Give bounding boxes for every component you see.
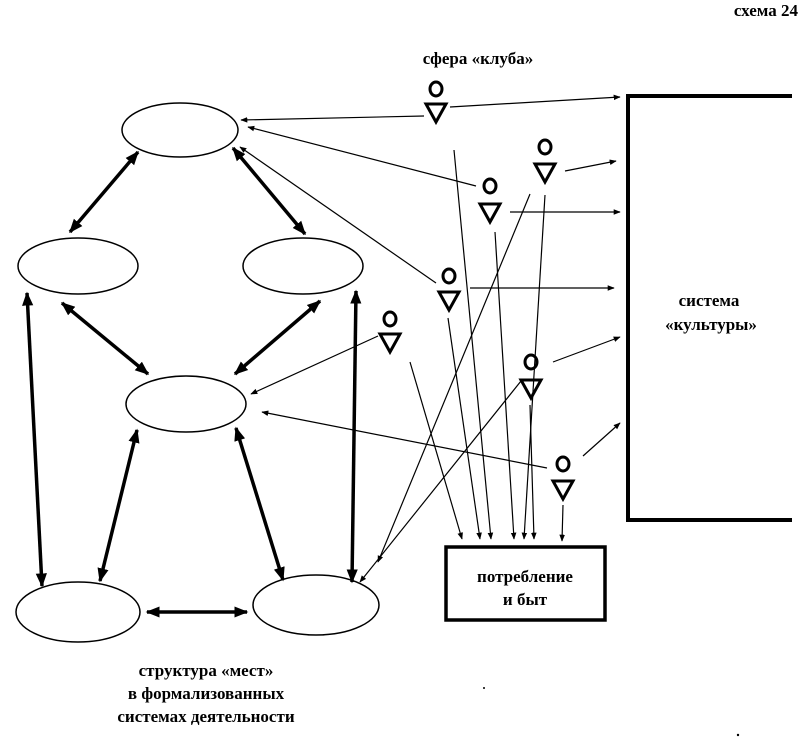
places-caption-line3: системах деятельности bbox=[117, 707, 294, 726]
flow-to-top bbox=[240, 115, 425, 123]
club-sphere-label: сфера «клуба» bbox=[423, 49, 533, 68]
club-agent-icon bbox=[477, 177, 503, 226]
consumption-frame bbox=[444, 545, 607, 622]
flow-to-consumption bbox=[521, 194, 546, 540]
club-agent-icon bbox=[423, 80, 449, 126]
flow-to-consumption bbox=[447, 317, 482, 540]
flow-to-culture bbox=[552, 336, 621, 363]
flow-to-bottom-right bbox=[359, 380, 522, 583]
link-midleft-center bbox=[60, 301, 150, 376]
node-middle-right bbox=[242, 237, 364, 295]
places-caption: структура «мест» в формализованных систе… bbox=[117, 661, 294, 726]
link-midright-center bbox=[233, 299, 322, 376]
flow-to-consumption bbox=[559, 504, 565, 542]
club-agents bbox=[377, 80, 576, 503]
club-agent-icon bbox=[518, 353, 544, 402]
link-center-bottomright bbox=[234, 426, 285, 582]
scan-speck bbox=[483, 687, 485, 689]
flow-to-consumption bbox=[494, 231, 517, 540]
link-top-midleft bbox=[68, 150, 140, 234]
flow-to-top bbox=[247, 125, 477, 187]
places-caption-line1: структура «мест» bbox=[139, 661, 274, 680]
consumption-box: потребление и быт bbox=[444, 545, 607, 622]
club-agent-icon bbox=[377, 310, 403, 356]
culture-system-line1: система bbox=[679, 291, 740, 310]
flow-to-top bbox=[239, 146, 437, 284]
node-top bbox=[121, 102, 239, 158]
culture-system-frame bbox=[626, 94, 792, 522]
places-connections bbox=[22, 146, 362, 618]
flow-to-culture bbox=[582, 422, 621, 457]
flow-to-consumption bbox=[409, 361, 463, 540]
flow-to-culture bbox=[564, 159, 617, 172]
flow-to-consumption bbox=[453, 149, 494, 540]
club-agent-icon bbox=[550, 455, 576, 503]
consumption-line2: и быт bbox=[503, 590, 548, 609]
node-bottom-right bbox=[252, 574, 380, 636]
club-agent-icon bbox=[532, 138, 558, 186]
culture-system-line2: «культуры» bbox=[665, 315, 757, 334]
club-flows bbox=[239, 94, 621, 583]
link-midright-bottomright bbox=[346, 289, 362, 584]
link-center-bottomleft bbox=[97, 428, 140, 583]
places-caption-line2: в формализованных bbox=[128, 684, 285, 703]
node-bottom-left bbox=[15, 581, 141, 643]
node-middle-left bbox=[17, 237, 139, 295]
scheme-label: схема 24 bbox=[734, 1, 799, 20]
culture-system: система «культуры» bbox=[626, 94, 792, 522]
flow-to-consumption bbox=[529, 404, 537, 540]
flow-to-center bbox=[261, 410, 548, 469]
node-center bbox=[125, 375, 247, 433]
link-midleft-bottomleft bbox=[22, 291, 47, 588]
link-top-midright bbox=[231, 146, 307, 236]
scan-speck bbox=[736, 733, 740, 737]
flow-to-center bbox=[250, 335, 379, 395]
consumption-line1: потребление bbox=[477, 567, 573, 586]
places-structure bbox=[15, 102, 380, 643]
flow-to-bottom-right bbox=[377, 193, 531, 563]
club-agent-icon bbox=[436, 267, 462, 314]
flow-to-culture bbox=[449, 94, 621, 108]
